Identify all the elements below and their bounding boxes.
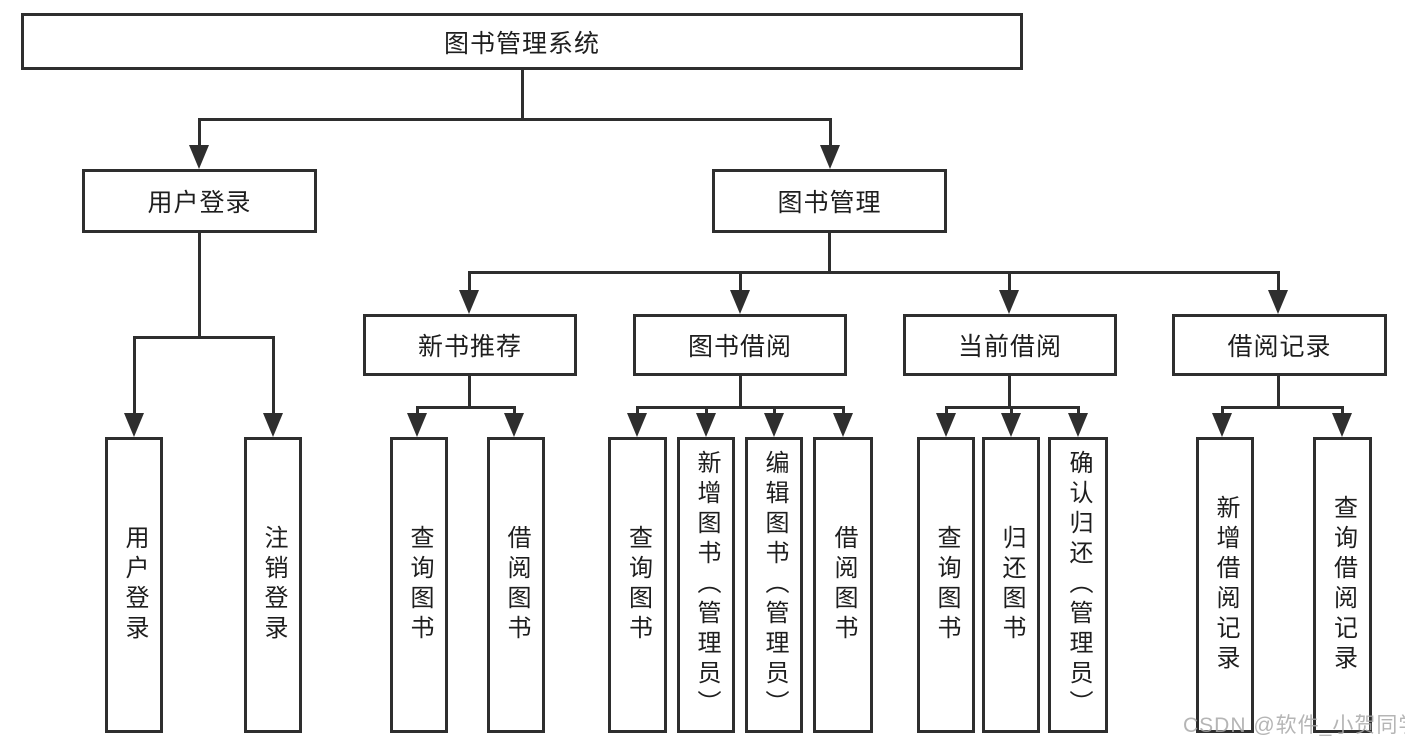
leaf-add-borrow-record: 新增借阅记录 — [1196, 437, 1254, 733]
connector-vline — [1221, 406, 1224, 418]
connector-vline — [133, 336, 136, 418]
node-label: 查询图书 — [624, 525, 652, 645]
connector-hline — [133, 336, 275, 339]
arrowhead-down — [696, 413, 716, 437]
node-book-management: 图书管理 — [712, 169, 947, 233]
node-label: 归还图书 — [998, 525, 1025, 645]
node-new-book-recommend: 新书推荐 — [363, 314, 577, 376]
arrowhead-down — [407, 413, 427, 437]
connector-vline — [513, 406, 516, 418]
node-label: 新书推荐 — [417, 333, 522, 361]
connector-vline — [829, 118, 832, 148]
connector-vline — [416, 406, 419, 418]
connector-vline — [739, 271, 742, 293]
leaf-query-books-recommend: 查询图书 — [390, 437, 448, 733]
connector-vline — [272, 336, 275, 418]
connector-vline — [1077, 406, 1080, 418]
csdn-watermark: CSDN @软件_小贺同学 — [1183, 714, 1405, 737]
connector-hline — [198, 118, 832, 121]
arrowhead-down — [820, 145, 840, 169]
connector-vline — [468, 375, 471, 409]
node-label: 编辑图书（管理员） — [761, 450, 788, 720]
arrowhead-down — [764, 413, 784, 437]
leaf-user-login: 用户登录 — [105, 437, 163, 733]
arrowhead-down — [263, 413, 283, 437]
arrowhead-down — [1001, 413, 1021, 437]
leaf-borrow-books-recommend: 借阅图书 — [487, 437, 545, 733]
node-label: 借阅图书 — [503, 525, 530, 645]
node-label: 新增图书（管理员） — [693, 450, 720, 720]
arrowhead-down — [124, 413, 144, 437]
arrowhead-down — [936, 413, 956, 437]
connector-vline — [198, 233, 201, 339]
leaf-add-book-admin: 新增图书（管理员） — [677, 437, 735, 733]
node-label: 注销登录 — [260, 525, 287, 645]
node-label: 图书管理系统 — [443, 29, 600, 58]
node-library-system: 图书管理系统 — [21, 13, 1023, 70]
connector-vline — [1008, 271, 1011, 293]
connector-vline — [198, 118, 201, 148]
node-user-login: 用户登录 — [82, 169, 317, 233]
arrowhead-down — [999, 290, 1019, 314]
connector-vline — [1008, 375, 1011, 409]
leaf-query-borrow-record: 查询借阅记录 — [1313, 437, 1372, 733]
connector-vline — [636, 406, 639, 418]
connector-vline — [1277, 271, 1280, 293]
leaf-borrow-books: 借阅图书 — [813, 437, 873, 733]
node-label: 用户登录 — [147, 189, 252, 217]
connector-vline — [739, 375, 742, 409]
arrowhead-down — [1332, 413, 1352, 437]
node-current-borrowing: 当前借阅 — [903, 314, 1117, 376]
arrowhead-down — [730, 290, 750, 314]
leaf-query-books-current: 查询图书 — [917, 437, 975, 733]
connector-vline — [945, 406, 948, 418]
node-label: 当前借阅 — [957, 333, 1062, 361]
node-book-borrowing: 图书借阅 — [633, 314, 847, 376]
leaf-confirm-return-admin: 确认归还（管理员） — [1048, 437, 1108, 733]
node-label: 图书借阅 — [687, 333, 792, 361]
node-label: 查询图书 — [406, 525, 433, 645]
arrowhead-down — [627, 413, 647, 437]
arrowhead-down — [189, 145, 209, 169]
arrowhead-down — [1212, 413, 1232, 437]
node-label: 图书管理 — [777, 189, 882, 217]
connector-hline — [1221, 406, 1344, 409]
connector-vline — [1277, 375, 1280, 409]
leaf-query-books-borrowing: 查询图书 — [608, 437, 667, 733]
leaf-edit-book-admin: 编辑图书（管理员） — [745, 437, 803, 733]
connector-vline — [1341, 406, 1344, 418]
node-label: 查询图书 — [933, 525, 960, 645]
connector-vline — [1010, 406, 1013, 418]
leaf-return-book: 归还图书 — [982, 437, 1040, 733]
connector-vline — [468, 271, 471, 293]
leaf-logout-login: 注销登录 — [244, 437, 302, 733]
connector-hline — [468, 271, 1280, 274]
connector-vline — [705, 406, 708, 418]
connector-vline — [842, 406, 845, 418]
connector-vline — [828, 233, 831, 273]
arrowhead-down — [1068, 413, 1088, 437]
node-label: 借阅记录 — [1227, 333, 1332, 361]
arrowhead-down — [833, 413, 853, 437]
connector-hline — [416, 406, 516, 409]
node-label: 确认归还（管理员） — [1065, 450, 1092, 720]
arrowhead-down — [504, 413, 524, 437]
node-label: 查询借阅记录 — [1329, 495, 1357, 675]
arrowhead-down — [1268, 290, 1288, 314]
node-label: 借阅图书 — [830, 525, 857, 645]
node-label: 用户登录 — [121, 525, 148, 645]
arrowhead-down — [459, 290, 479, 314]
connector-vline — [773, 406, 776, 418]
connector-hline — [636, 406, 844, 409]
node-borrowing-records: 借阅记录 — [1172, 314, 1387, 376]
connector-vline — [521, 70, 524, 119]
node-label: 新增借阅记录 — [1212, 495, 1239, 675]
